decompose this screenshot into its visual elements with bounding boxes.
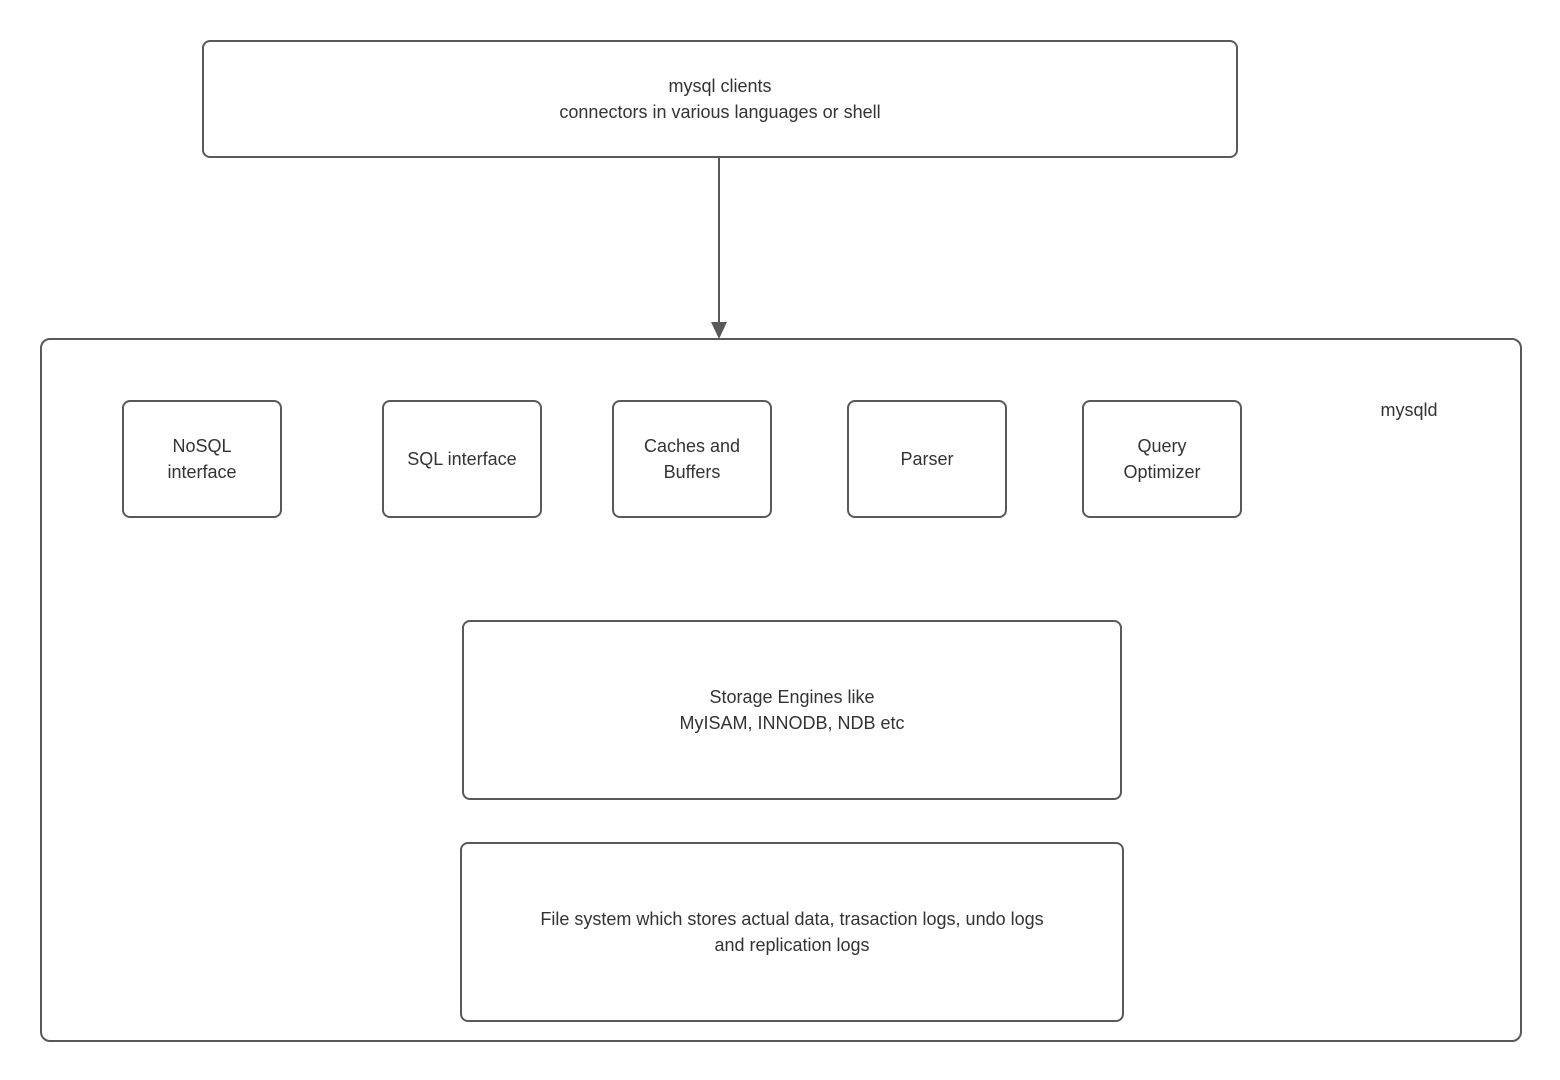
component-label: SQL interface	[407, 449, 517, 469]
component-box-caches-and-buffers: Caches and Buffers	[612, 400, 772, 518]
storage-engines-box: Storage Engines like MyISAM, INNODB, NDB…	[462, 620, 1122, 800]
component-box-sql-interface: SQL interface	[382, 400, 542, 518]
component-label: Caches and Buffers	[643, 436, 741, 482]
component-box-nosql-interface: NoSQL interface	[122, 400, 282, 518]
mysql-clients-label: mysql clients connectors in various lang…	[559, 76, 881, 122]
component-label: Parser	[900, 449, 954, 469]
storage-engines-label: Storage Engines like MyISAM, INNODB, NDB…	[679, 687, 905, 733]
mysqld-label: mysqld	[1380, 400, 1438, 420]
component-label: NoSQL interface	[167, 436, 237, 482]
component-box-query-optimizer: Query Optimizer	[1082, 400, 1242, 518]
arrow-down-icon	[711, 322, 727, 339]
component-box-parser: Parser	[847, 400, 1007, 518]
mysql-clients-box: mysql clients connectors in various lang…	[202, 40, 1238, 158]
arrow-line	[718, 158, 720, 324]
component-label: Query Optimizer	[1123, 436, 1201, 482]
file-system-label: File system which stores actual data, tr…	[540, 909, 1044, 955]
file-system-box: File system which stores actual data, tr…	[460, 842, 1124, 1022]
mysqld-container-box: mysqld NoSQL interface SQL interface Cac…	[40, 338, 1522, 1042]
